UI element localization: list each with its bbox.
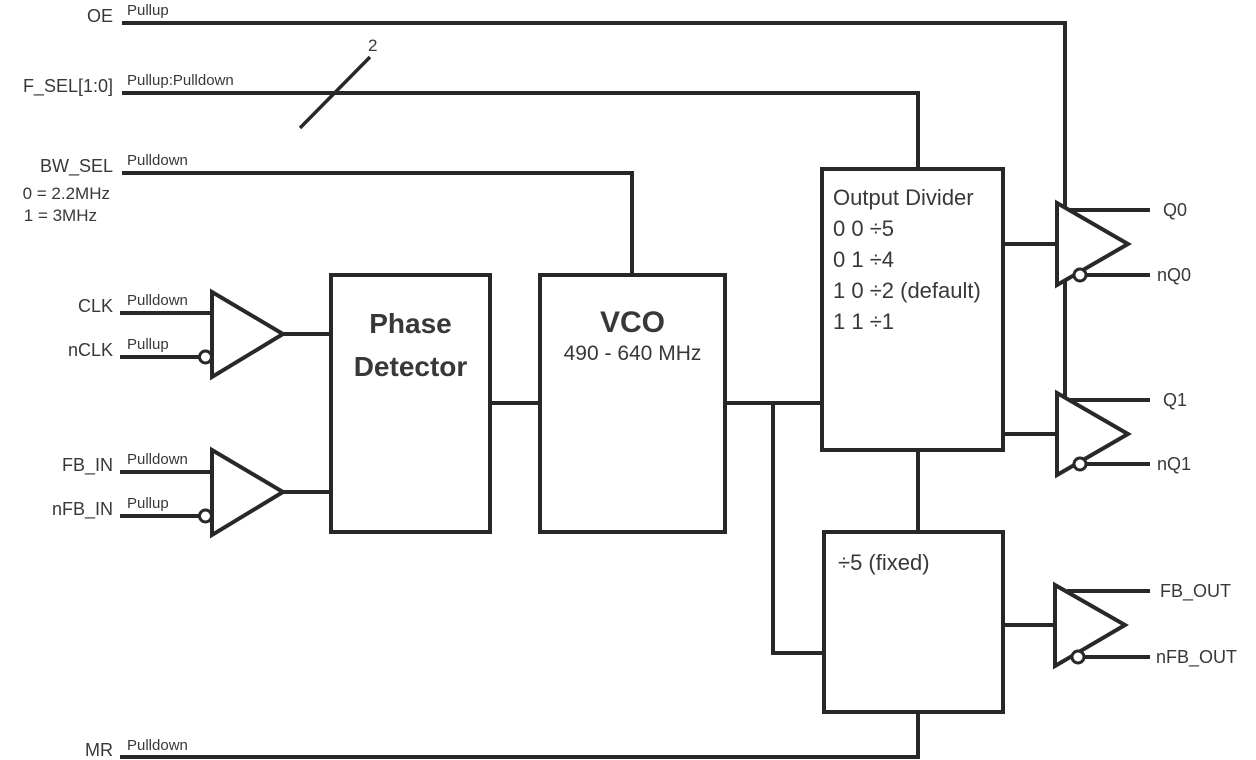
bwsel-note-0: 0 = 2.2MHz [22, 184, 110, 203]
clk-pull-label: Pulldown [127, 292, 188, 309]
output-divider-text: Output Divider 0 0 ÷5 0 1 ÷4 1 0 ÷2 (def… [833, 182, 1003, 337]
q1-output-buffer [1055, 389, 1132, 479]
nfbin-pull-label: Pullup [127, 495, 169, 512]
fsel-pin-label: F_SEL[1:0] [22, 76, 113, 96]
phase-detector-box [329, 273, 492, 534]
fsel-bus-slash [298, 55, 372, 130]
oe-net-wire [122, 21, 1067, 398]
bwsel-note-1: 1 = 3MHz [23, 206, 97, 225]
bwsel-net-wire [122, 171, 634, 275]
output-divider-box [820, 167, 1005, 452]
oe-pin-label: OE [86, 6, 113, 26]
q1-pin-label: Q1 [1163, 390, 1188, 410]
fsel-bus-width-label: 2 [368, 36, 378, 55]
nq1-pin-label: nQ1 [1157, 454, 1192, 474]
nfbin-pin-label: nFB_IN [51, 499, 113, 519]
output-divider-row: 1 0 ÷2 (default) [833, 278, 981, 303]
output-divider-row: 0 0 ÷5 [833, 216, 895, 241]
q0-output-buffer [1055, 199, 1132, 289]
bwsel-pin-label: BW_SEL [39, 156, 113, 176]
feedback-divider-box [822, 530, 1005, 714]
nfbin-inversion-bubble [198, 508, 213, 524]
nq0-inversion-bubble [1072, 267, 1088, 283]
vco-title: VCO [599, 306, 665, 339]
output-divider-row: 1 1 ÷1 [833, 309, 895, 334]
vco-block-text: VCO 490 - 640 MHz [540, 306, 725, 366]
fbout-pin-label: FB_OUT [1160, 581, 1232, 601]
vco-to-div5-branch-wire [771, 403, 824, 655]
mr-pin-label: MR [85, 740, 113, 760]
feedback-divider-title: ÷5 (fixed) [838, 550, 930, 575]
nq1-inversion-bubble [1072, 456, 1088, 472]
clk-pin-label: CLK [77, 296, 113, 316]
fsel-pull-label: Pullup:Pulldown [127, 72, 234, 89]
bwsel-pull-label: Pulldown [127, 152, 188, 169]
q0-pin-label: Q0 [1163, 200, 1188, 220]
clk-input-buffer [210, 288, 287, 381]
output-divider-row: 0 1 ÷4 [833, 247, 895, 272]
vco-box [538, 273, 727, 534]
fbin-pin-label: FB_IN [61, 455, 113, 475]
fbin-pull-label: Pulldown [127, 451, 188, 468]
nclk-pin-label: nCLK [67, 340, 113, 360]
vco-range: 490 - 640 MHz [563, 342, 702, 365]
phase-detector-title: Phase Detector [353, 308, 468, 382]
nfbout-pin-label: nFB_OUT [1156, 647, 1238, 667]
fsel-net-wire [122, 91, 920, 169]
fbout-output-buffer [1053, 581, 1129, 670]
nq0-pin-label: nQ0 [1157, 265, 1192, 285]
nclk-inversion-bubble [198, 349, 213, 365]
oe-pull-label: Pullup [127, 2, 169, 19]
fbin-input-buffer [210, 446, 287, 539]
nclk-pull-label: Pullup [127, 336, 169, 353]
mr-pull-label: Pulldown [127, 737, 188, 754]
output-divider-title: Output Divider [833, 185, 974, 210]
mr-net-wire [120, 712, 920, 759]
nfbout-inversion-bubble [1070, 649, 1086, 665]
